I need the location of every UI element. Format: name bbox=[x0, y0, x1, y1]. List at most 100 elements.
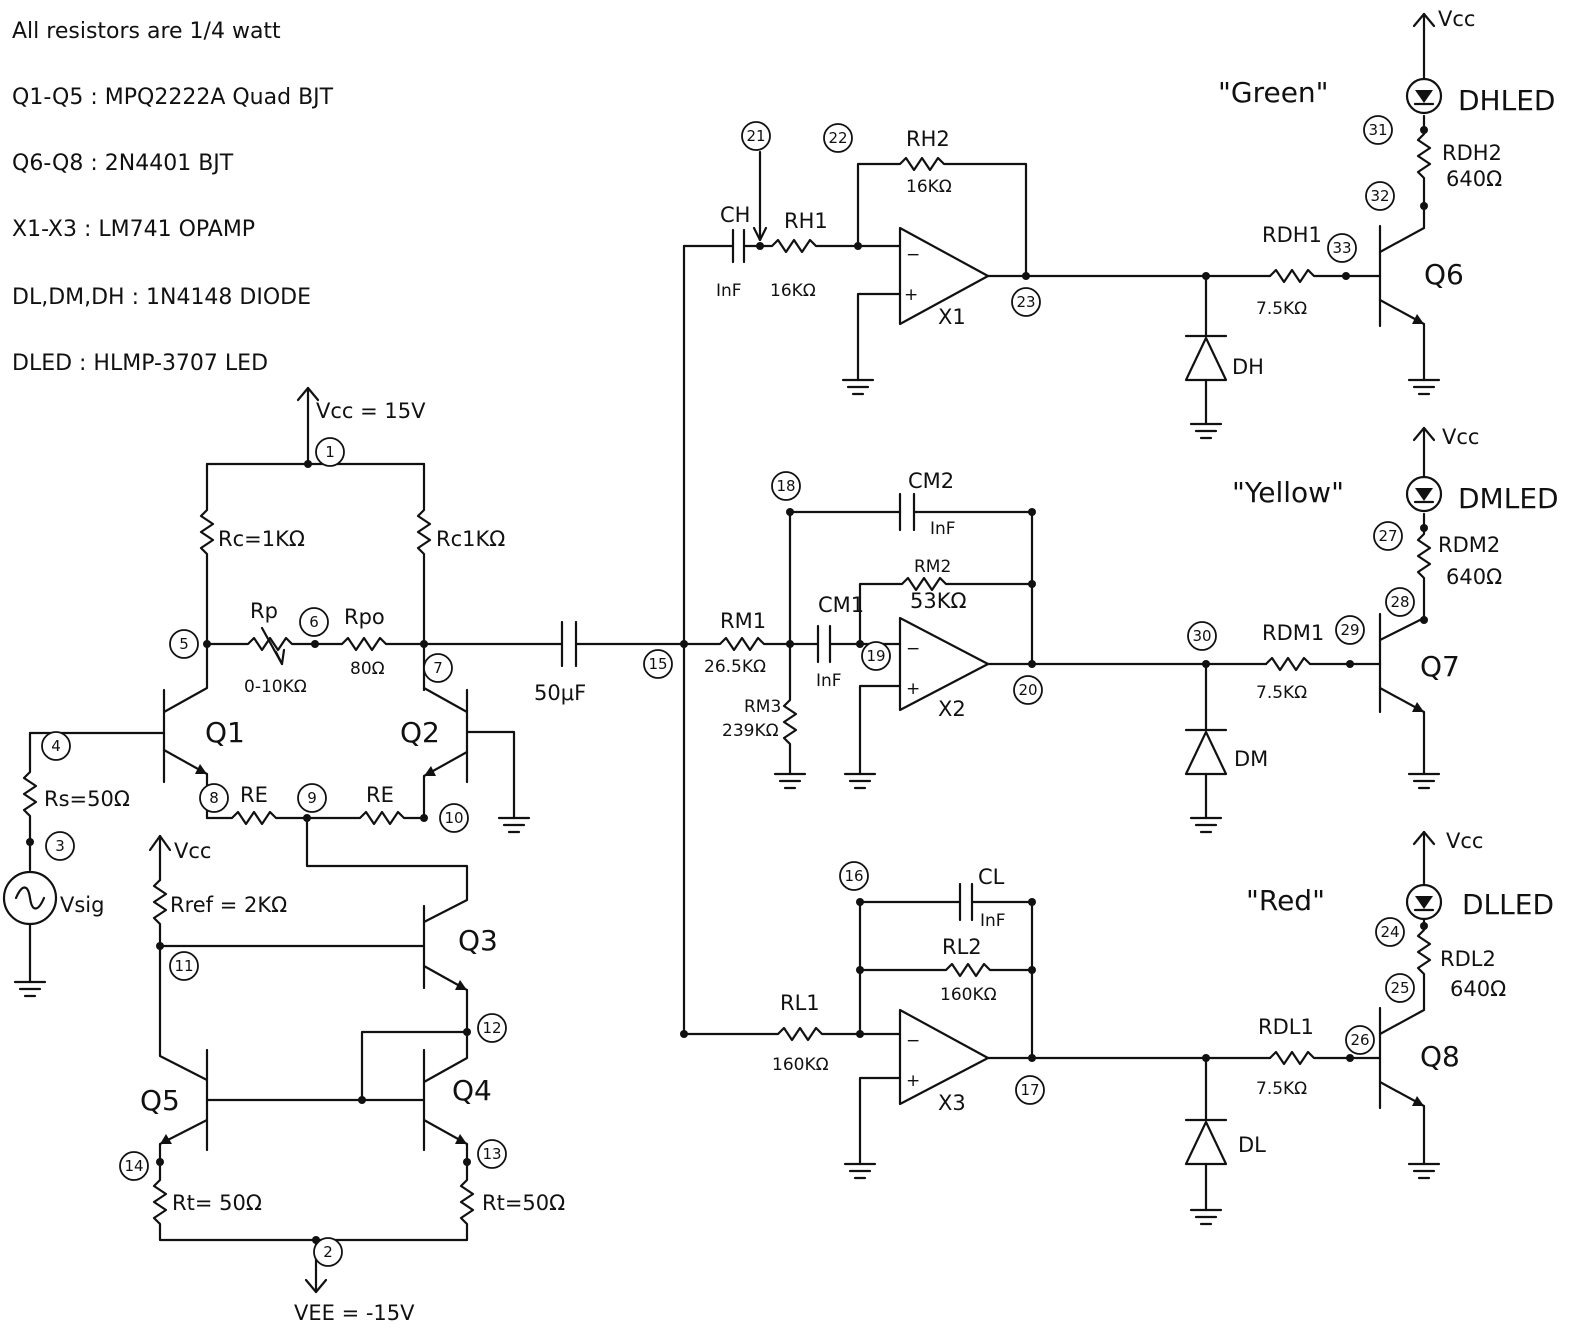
rh2-value: 16KΩ bbox=[906, 177, 952, 197]
rdm2-label: RDM2 bbox=[1438, 533, 1500, 557]
node-29: 29 bbox=[1335, 615, 1365, 645]
node-28: 28 bbox=[1385, 587, 1415, 617]
node-number: 32 bbox=[1370, 187, 1389, 205]
node-32: 32 bbox=[1365, 181, 1395, 211]
node-number: 10 bbox=[444, 809, 463, 827]
rl2-value: 160KΩ bbox=[940, 985, 997, 1005]
rdh1-label: RDH1 bbox=[1262, 223, 1322, 247]
rm1-value: 26.5KΩ bbox=[704, 657, 766, 677]
yellow-label: "Yellow" bbox=[1232, 476, 1344, 509]
node-number: 23 bbox=[1016, 293, 1035, 311]
node-number: 3 bbox=[55, 837, 65, 855]
cm1-label: CM1 bbox=[818, 593, 864, 617]
svg-text:+: + bbox=[906, 1071, 920, 1091]
rm2-value: 53KΩ bbox=[910, 589, 967, 613]
node-20: 20 bbox=[1013, 675, 1043, 705]
rm3-label: RM3 bbox=[744, 697, 781, 717]
rm1-label: RM1 bbox=[720, 609, 766, 633]
node-number: 33 bbox=[1332, 239, 1351, 257]
node-14: 14 bbox=[119, 1151, 149, 1181]
rdh2-value: 640Ω bbox=[1446, 167, 1502, 191]
svg-text:+: + bbox=[904, 285, 918, 305]
node-22: 22 bbox=[823, 123, 853, 153]
vcc-label-mirror: Vcc bbox=[174, 839, 211, 863]
yellow-channel: RM1 26.5KΩ RM3 239KΩ CM1 InF CM2 InF RM2… bbox=[682, 425, 1559, 834]
node-number: 4 bbox=[51, 737, 61, 755]
node-number: 29 bbox=[1340, 621, 1359, 639]
ch-value: InF bbox=[716, 281, 742, 301]
rdl1-value: 7.5KΩ bbox=[1256, 1079, 1307, 1099]
dhled-label: DHLED bbox=[1458, 84, 1555, 117]
rref-label: Rref = 2KΩ bbox=[170, 893, 287, 917]
rc-left-label: Rc=1KΩ bbox=[218, 527, 305, 551]
node-30: 30 bbox=[1187, 621, 1217, 651]
rp-value: 0-10KΩ bbox=[244, 677, 307, 697]
x1-label: X1 bbox=[938, 305, 966, 329]
rh2-label: RH2 bbox=[906, 127, 950, 151]
vee-label: VEE = -15V bbox=[294, 1301, 415, 1325]
rh1-label: RH1 bbox=[784, 209, 828, 233]
rt-right-label: Rt=50Ω bbox=[482, 1191, 565, 1215]
node-1: 1 bbox=[315, 437, 345, 467]
node-number: 16 bbox=[844, 867, 863, 885]
vcc-green-label: Vcc bbox=[1438, 7, 1475, 31]
x2-label: X2 bbox=[938, 697, 966, 721]
coupling-capacitor: 50μF bbox=[422, 244, 688, 1036]
red-channel: RL1 160KΩ CL InF RL2 160KΩ − + X3 DL bbox=[680, 829, 1554, 1226]
node-7: 7 bbox=[423, 653, 453, 683]
cm1-value: InF bbox=[816, 671, 842, 691]
node-25: 25 bbox=[1385, 973, 1415, 1003]
rs-label: Rs=50Ω bbox=[44, 787, 130, 811]
re-left-label: RE bbox=[240, 783, 268, 807]
dmled-label: DMLED bbox=[1458, 482, 1559, 515]
rdm2-value: 640Ω bbox=[1446, 565, 1502, 589]
cl-label: CL bbox=[978, 865, 1005, 889]
node-number: 21 bbox=[746, 127, 765, 145]
node-24: 24 bbox=[1375, 917, 1405, 947]
node-18: 18 bbox=[771, 471, 801, 501]
note-led: DLED : HLMP-3707 LED bbox=[12, 351, 268, 376]
node-9: 9 bbox=[297, 783, 327, 813]
node-number: 27 bbox=[1378, 527, 1397, 545]
dm-label: DM bbox=[1234, 747, 1268, 771]
rpo-value: 80Ω bbox=[350, 659, 385, 679]
node-15: 15 bbox=[643, 649, 673, 679]
q2-label: Q2 bbox=[400, 716, 440, 749]
rh1-value: 16KΩ bbox=[770, 281, 816, 301]
node-number: 7 bbox=[433, 659, 443, 677]
rc-right-label: Rc1KΩ bbox=[436, 527, 505, 551]
rp-label: Rp bbox=[250, 599, 278, 623]
vcc-yellow-label: Vcc bbox=[1442, 425, 1479, 449]
q8-label: Q8 bbox=[1420, 1040, 1460, 1073]
cm2-value: InF bbox=[930, 519, 956, 539]
node-17: 17 bbox=[1015, 1075, 1045, 1105]
node-16: 16 bbox=[839, 861, 869, 891]
dlled-label: DLLED bbox=[1462, 888, 1554, 921]
green-label: "Green" bbox=[1218, 76, 1329, 109]
node-27: 27 bbox=[1373, 521, 1403, 551]
node-3: 3 bbox=[45, 831, 75, 861]
svg-text:−: − bbox=[906, 1031, 920, 1051]
node-21: 21 bbox=[741, 121, 771, 151]
ch-label: CH bbox=[720, 203, 750, 227]
rdl2-label: RDL2 bbox=[1440, 947, 1496, 971]
rdh2-label: RDH2 bbox=[1442, 141, 1502, 165]
node-10: 10 bbox=[439, 803, 469, 833]
rt-left-label: Rt= 50Ω bbox=[172, 1191, 262, 1215]
node-number: 2 bbox=[323, 1243, 333, 1261]
node-number: 13 bbox=[482, 1145, 501, 1163]
note-x1-x3: X1-X3 : LM741 OPAMP bbox=[12, 217, 255, 242]
differential-amplifier: Vcc = 15V Rc=1KΩ Rc1KΩ Rp 0-10KΩ Rpo 80Ω… bbox=[2, 386, 531, 998]
node-5: 5 bbox=[169, 629, 199, 659]
node-number: 5 bbox=[179, 635, 189, 653]
node-2: 2 bbox=[313, 1237, 343, 1267]
rpo-label: Rpo bbox=[344, 605, 385, 629]
node-number: 17 bbox=[1020, 1081, 1039, 1099]
node-number: 8 bbox=[209, 789, 219, 807]
q6-label: Q6 bbox=[1424, 258, 1464, 291]
node-number: 19 bbox=[866, 647, 885, 665]
node-number: 14 bbox=[124, 1157, 143, 1175]
node-4: 4 bbox=[41, 731, 71, 761]
q4-label: Q4 bbox=[452, 1074, 492, 1107]
node-6: 6 bbox=[299, 607, 329, 637]
